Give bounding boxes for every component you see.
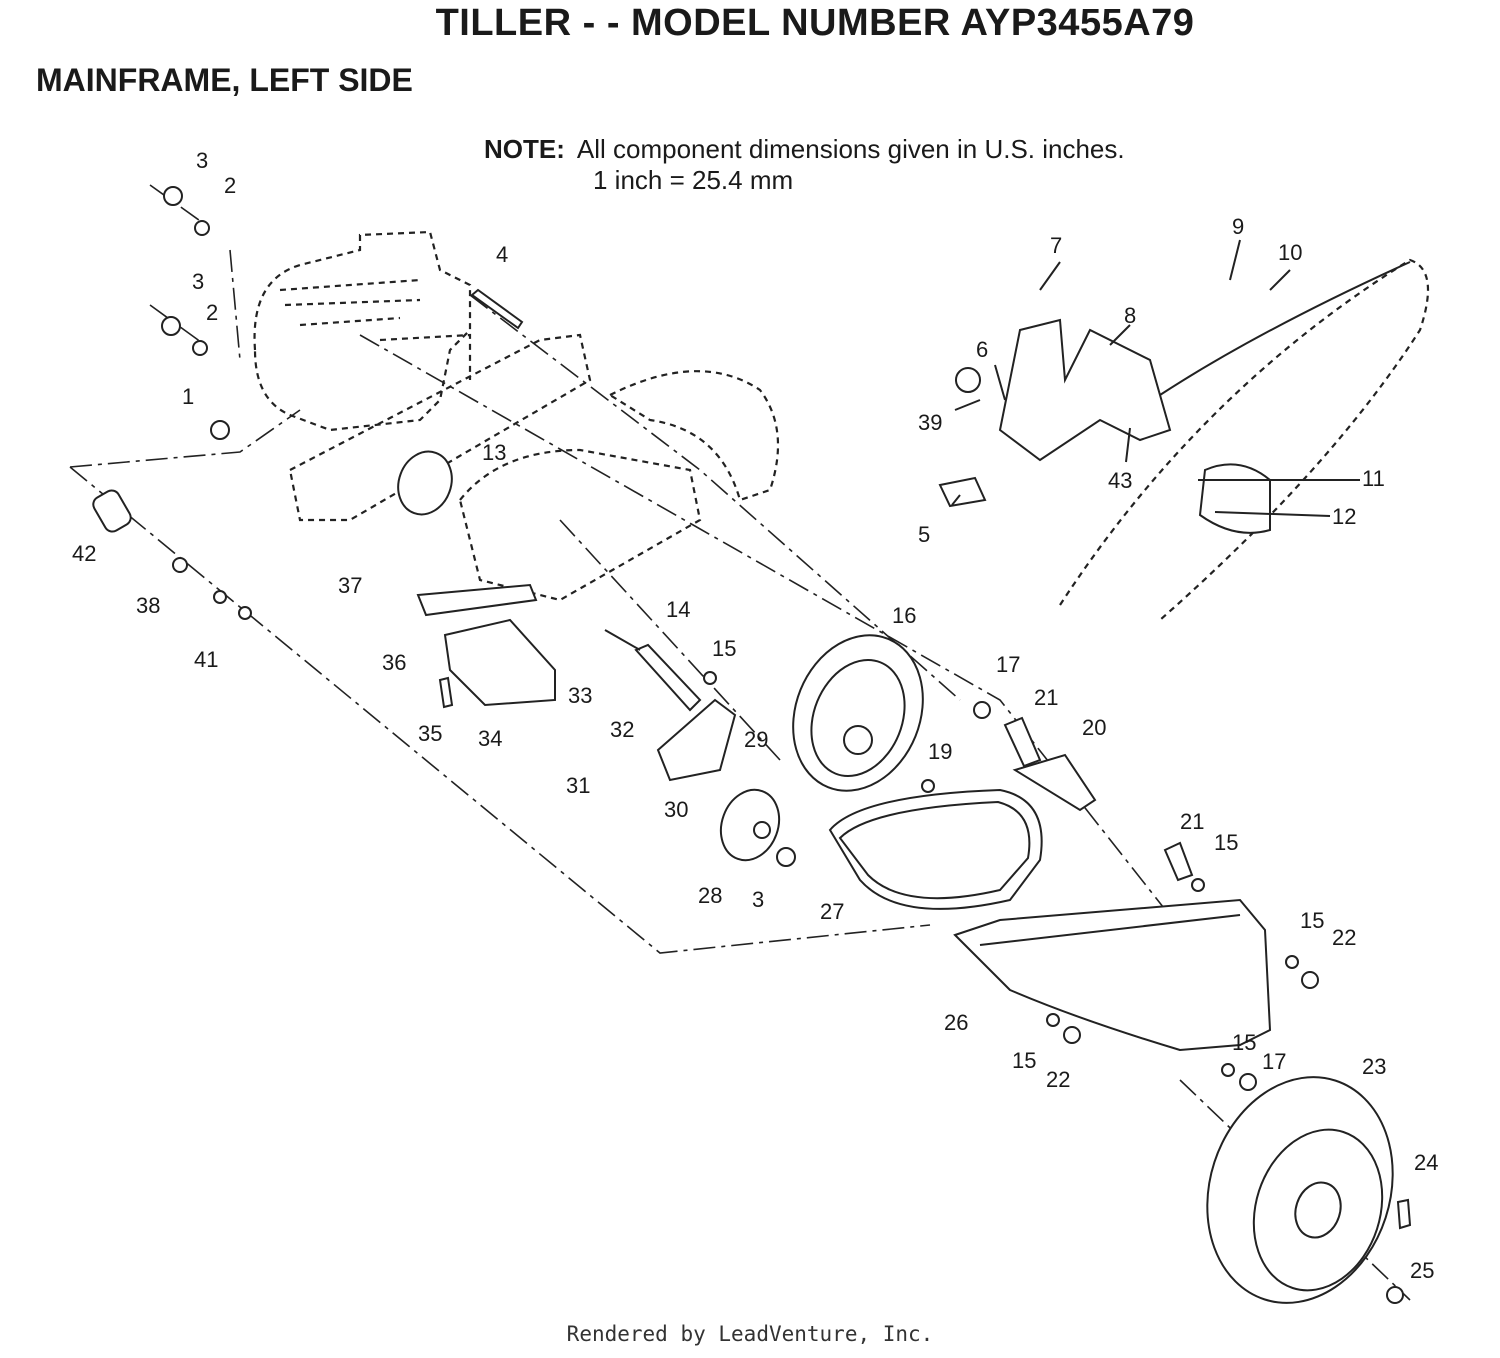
callout-label: 13	[482, 440, 506, 465]
leader-lines	[604, 239, 1360, 651]
belt-cover	[953, 898, 1272, 1052]
footer-credit: Rendered by LeadVenture, Inc.	[566, 1322, 934, 1346]
callout-label: 24	[1414, 1150, 1438, 1175]
callout-label: 3	[192, 269, 204, 294]
note-label: NOTE:	[484, 134, 565, 164]
callout-label: 27	[820, 899, 844, 924]
callout-label: 15	[1300, 908, 1324, 933]
callout-label: 15	[1012, 1048, 1036, 1073]
callout-label: 32	[610, 717, 634, 742]
callout-labels: 3 2 3 2 1 4 13 37 42 38 41 36 35 34 33 3…	[72, 148, 1438, 1283]
callout-label: 4	[496, 242, 508, 267]
callout-label: 38	[136, 593, 160, 618]
callout-label: 35	[418, 721, 442, 746]
frame-centerline	[69, 409, 931, 954]
callout-label: 30	[664, 797, 688, 822]
callout-label: 29	[744, 727, 768, 752]
callout-label: 3	[752, 887, 764, 912]
callout-label: 9	[1232, 214, 1244, 239]
callout-label: 41	[194, 647, 218, 672]
callout-label: 33	[568, 683, 592, 708]
callout-label: 8	[1124, 303, 1136, 328]
fender-detail	[938, 258, 1430, 621]
callout-label: 34	[478, 726, 502, 751]
callout-label: 23	[1362, 1054, 1386, 1079]
callout-label: 1	[182, 384, 194, 409]
page-title: TILLER - - MODEL NUMBER AYP3455A79	[435, 2, 1195, 44]
callout-label: 19	[928, 739, 952, 764]
callout-label: 21	[1034, 685, 1058, 710]
callout-label: 21	[1180, 809, 1204, 834]
callout-label: 15	[712, 636, 736, 661]
callout-label: 3	[196, 148, 208, 173]
frame	[288, 333, 780, 602]
callout-label: 17	[996, 652, 1020, 677]
callout-label: 5	[918, 522, 930, 547]
callout-label: 37	[338, 573, 362, 598]
callout-label: 20	[1082, 715, 1106, 740]
idler-pulley	[719, 788, 781, 862]
drive-belt	[828, 788, 1043, 910]
note: NOTE: All component dimensions given in U…	[484, 134, 1125, 196]
callout-label: 17	[1262, 1049, 1286, 1074]
callout-label: 2	[206, 300, 218, 325]
callout-label: 28	[698, 883, 722, 908]
callout-label: 43	[1108, 468, 1132, 493]
hardware	[92, 186, 1412, 1304]
note-line-1: All component dimensions given in U.S. i…	[576, 134, 1125, 164]
callout-label: 22	[1332, 925, 1356, 950]
callout-label: 6	[976, 337, 988, 362]
callout-label: 7	[1050, 233, 1062, 258]
callout-label: 25	[1410, 1258, 1434, 1283]
callout-label: 2	[224, 173, 236, 198]
callout-label: 10	[1278, 240, 1302, 265]
callout-label: 11	[1362, 466, 1385, 491]
shaft-centerline	[469, 294, 961, 761]
callout-label: 22	[1046, 1067, 1070, 1092]
wheel	[1206, 1076, 1394, 1304]
callout-label: 42	[72, 541, 96, 566]
callout-label: 15	[1214, 830, 1238, 855]
callout-label: 26	[944, 1010, 968, 1035]
bolt-centerline	[149, 184, 241, 361]
callout-label: 36	[382, 650, 406, 675]
callout-label: 39	[918, 410, 942, 435]
section-title: MAINFRAME, LEFT SIDE	[36, 62, 413, 98]
callout-label: 15	[1232, 1030, 1256, 1055]
engine	[253, 230, 472, 432]
callout-label: 31	[566, 773, 590, 798]
callout-label: 12	[1332, 504, 1356, 529]
callout-label: 14	[666, 597, 690, 622]
callout-label: 16	[892, 603, 916, 628]
note-line-2: 1 inch = 25.4 mm	[593, 165, 794, 195]
main-pulley	[792, 634, 924, 792]
